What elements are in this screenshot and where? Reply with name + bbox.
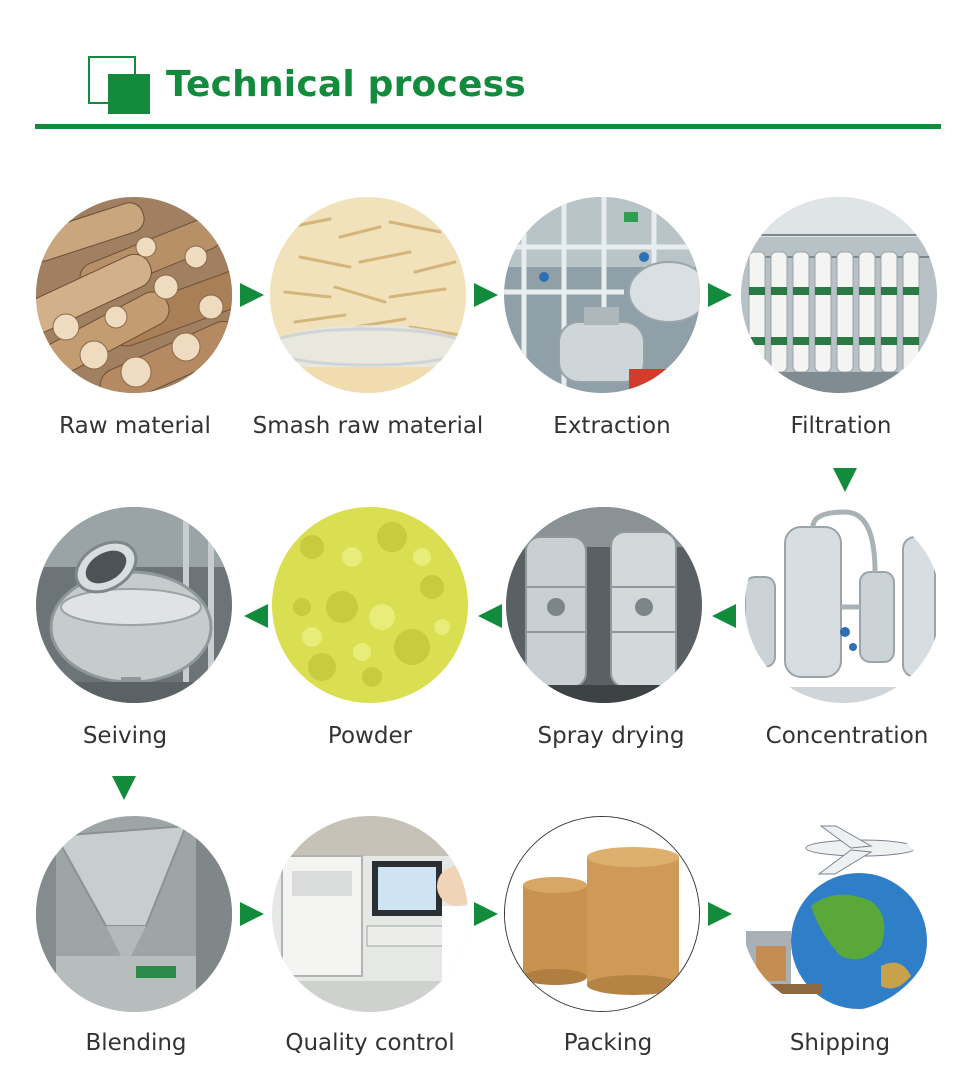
arrow-left-icon bbox=[478, 604, 502, 628]
page-title: Technical process bbox=[166, 64, 526, 105]
arrow-right-icon bbox=[708, 902, 732, 926]
step-label-packing: Packing bbox=[563, 1030, 653, 1056]
arrow-right-icon bbox=[240, 902, 264, 926]
arrow-right-icon bbox=[474, 283, 498, 307]
step-label-extraction: Extraction bbox=[553, 413, 671, 439]
powder-image bbox=[272, 507, 468, 703]
header: Technical process bbox=[0, 0, 970, 140]
seiving-image bbox=[36, 507, 232, 703]
extraction-image bbox=[504, 197, 700, 393]
blending-image bbox=[36, 816, 232, 1012]
smash-raw-material-image bbox=[270, 197, 466, 393]
concentration-image bbox=[745, 507, 941, 703]
arrow-right-icon bbox=[240, 283, 264, 307]
raw-material-image bbox=[36, 197, 232, 393]
step-label-spray-drying: Spray drying bbox=[537, 723, 685, 749]
step-label-raw-material: Raw material bbox=[59, 413, 211, 439]
arrow-right-icon bbox=[708, 283, 732, 307]
filtration-image bbox=[741, 197, 937, 393]
step-label-smash-raw-material: Smash raw material bbox=[252, 413, 484, 439]
step-label-quality-control: Quality control bbox=[285, 1030, 455, 1056]
quality-control-image bbox=[272, 816, 468, 1012]
arrow-right-icon bbox=[474, 902, 498, 926]
step-label-filtration: Filtration bbox=[790, 413, 892, 439]
step-label-concentration: Concentration bbox=[765, 723, 929, 749]
step-label-blending: Blending bbox=[85, 1030, 187, 1056]
step-label-seiving: Seiving bbox=[82, 723, 168, 749]
packing-image bbox=[504, 816, 700, 1012]
shipping-image bbox=[741, 816, 937, 1012]
arrow-left-icon bbox=[712, 604, 736, 628]
step-label-shipping: Shipping bbox=[789, 1030, 891, 1056]
header-logo-square-icon bbox=[108, 74, 150, 114]
step-label-powder: Powder bbox=[327, 723, 413, 749]
header-divider bbox=[35, 124, 941, 129]
arrow-down-icon bbox=[112, 776, 136, 800]
spray-drying-image bbox=[506, 507, 702, 703]
arrow-left-icon bbox=[244, 604, 268, 628]
arrow-down-icon bbox=[833, 468, 857, 492]
